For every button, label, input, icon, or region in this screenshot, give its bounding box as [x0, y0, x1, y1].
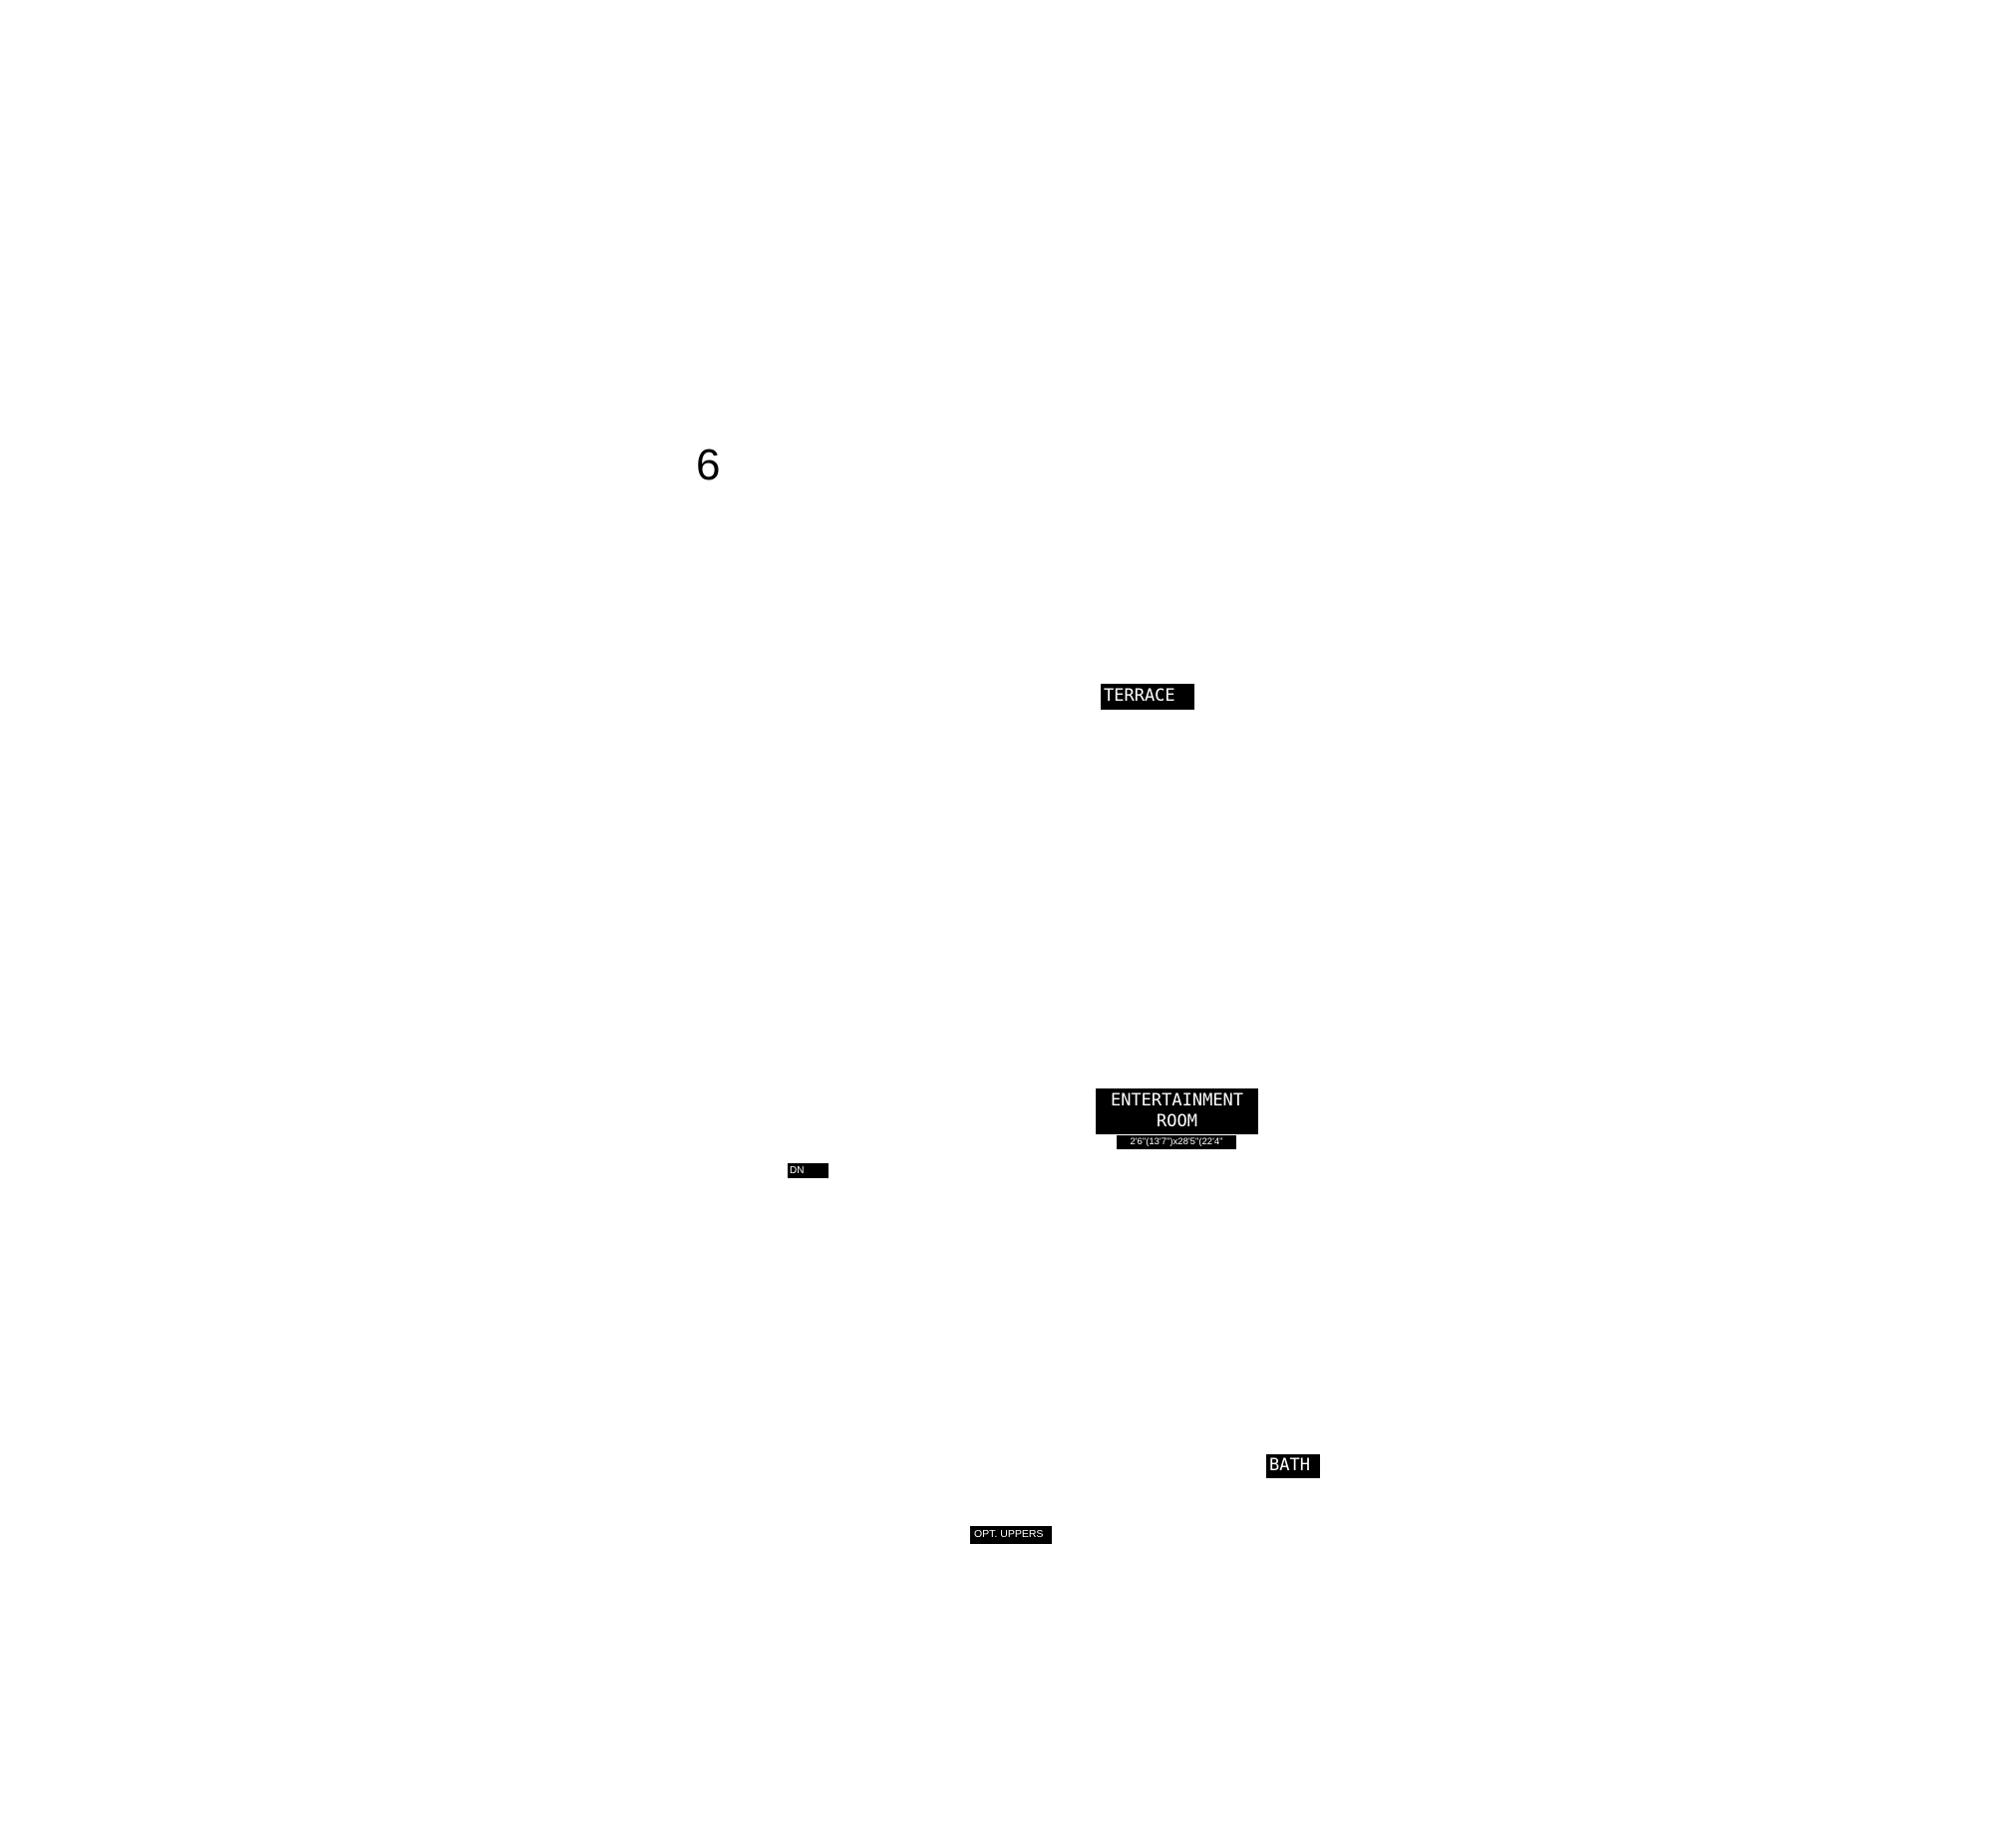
- entertainment-room-label-line1: ENTERTAINMENT: [1110, 1090, 1244, 1110]
- page-number: 6: [696, 441, 721, 489]
- stairs-down-label: DN: [788, 1163, 829, 1178]
- entertainment-room-label: ENTERTAINMENT ROOM: [1096, 1088, 1258, 1134]
- terrace-label: TERRACE: [1101, 684, 1194, 710]
- opt-uppers-label: OPT. UPPERS: [970, 1526, 1052, 1544]
- entertainment-room-label-line2: ROOM: [1157, 1111, 1197, 1131]
- entertainment-room-dimensions: 2'6"(13'7")x28'5"(22'4": [1117, 1135, 1236, 1149]
- bath-label: BATH: [1266, 1454, 1320, 1478]
